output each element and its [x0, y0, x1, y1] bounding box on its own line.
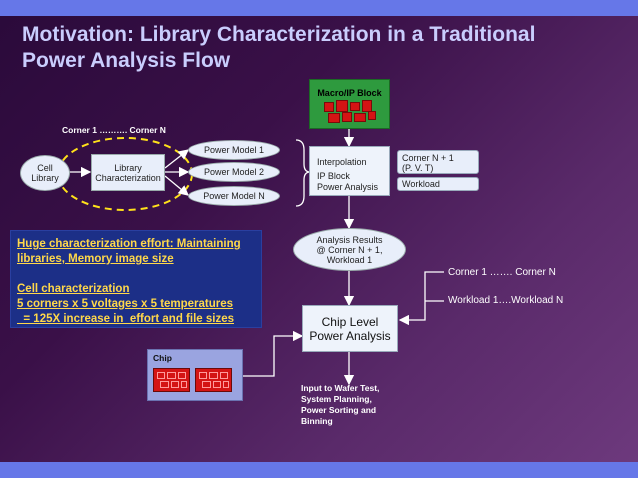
macro-red-cell-6 [342, 112, 352, 122]
bottom-bar [0, 462, 638, 478]
macro-red-cell-3 [350, 102, 360, 111]
panel-line-3: Cell characterization [17, 283, 130, 295]
cell-library-line-2: Library [31, 173, 59, 183]
output-text: Input to Wafer Test, System Planning, Po… [301, 383, 379, 427]
chip-box: Chip [147, 349, 243, 401]
library-characterization-box: Library Characterization [91, 154, 165, 191]
chip-label: Chip [153, 353, 172, 363]
analysis-results-node: Analysis Results @ Corner N + 1, Workloa… [293, 228, 406, 271]
corner-n1-line-1: Corner N + 1 [402, 153, 454, 163]
libchar-line-1: Library [114, 162, 142, 173]
power-model-1: Power Model 1 [188, 140, 280, 160]
title-line-2: Power Analysis Flow [22, 49, 231, 72]
slide-title: Motivation: Library Characterization in … [22, 22, 622, 74]
macro-red-cell-2 [336, 100, 348, 112]
line-chip-to-chiplevel [243, 330, 304, 377]
cell-library-node: Cell Library [20, 155, 70, 191]
characterization-effort-panel: Huge characterization effort: Maintainin… [10, 230, 262, 328]
top-bar [0, 0, 638, 16]
chip-subblock-right [195, 368, 232, 392]
chip-level-line-2: Power Analysis [309, 328, 391, 343]
workload-label: Workload [402, 179, 440, 189]
power-model-n-label: Power Model N [203, 191, 265, 201]
interpolation-label: Interpolation [317, 157, 367, 167]
workload-range: Workload 1….Workload N [448, 295, 564, 306]
macro-red-cell-8 [368, 111, 376, 120]
panel-line-2: libraries, Memory image size [17, 253, 174, 265]
arrow-libchar-to-pmn [164, 175, 190, 196]
arrow-libchar-to-pm1 [164, 149, 190, 169]
chip-subblock-left [153, 368, 190, 392]
macro-ip-block: Macro/IP Block [309, 79, 390, 129]
libchar-line-2: Characterization [95, 172, 161, 183]
corner-range-right: Corner 1 ……. Corner N [448, 267, 556, 278]
analysis-results-line-2: @ Corner N + 1, [316, 244, 383, 255]
output-line-2: System Planning, [301, 394, 372, 404]
panel-line-1: Huge characterization effort: Maintainin… [17, 238, 241, 250]
corner-range-top: Corner 1 ………. Corner N [62, 125, 166, 135]
corner-n1-line-2: (P. V. T) [402, 163, 434, 173]
corner-n-plus-1-box: Corner N + 1 (P. V. T) [397, 150, 479, 174]
output-line-4: Binning [301, 416, 333, 426]
chip-level-line-1: Chip Level [321, 314, 379, 329]
macro-red-cell-4 [362, 100, 372, 112]
workload-box: Workload [397, 177, 479, 191]
line-corner-to-chiplevel [398, 271, 444, 326]
panel-line-5: = 125X increase in effort and file sizes [17, 313, 234, 325]
panel-line-4: 5 corners x 5 voltages x 5 temperatures [17, 298, 234, 310]
analysis-results-line-1: Analysis Results [316, 234, 383, 245]
power-model-1-label: Power Model 1 [203, 145, 265, 155]
ip-block-line-2: Power Analysis [317, 182, 379, 192]
macro-red-cell-5 [328, 113, 340, 123]
output-line-1: Input to Wafer Test, [301, 383, 380, 393]
ip-block-line-1: IP Block [317, 171, 350, 181]
power-models-brace [295, 139, 311, 207]
output-line-3: Power Sorting and [301, 405, 377, 415]
cell-library-line-1: Cell [37, 163, 53, 173]
title-line-1: Motivation: Library Characterization in … [22, 23, 536, 46]
ip-power-analysis-box: Interpolation IP Block Power Analysis [309, 146, 390, 196]
power-model-n: Power Model N [188, 186, 280, 206]
power-model-2-label: Power Model 2 [203, 167, 265, 177]
macro-red-cell-7 [354, 113, 366, 122]
power-model-2: Power Model 2 [188, 162, 280, 182]
macro-ip-label: Macro/IP Block [317, 88, 382, 98]
chip-level-power-analysis-box: Chip Level Power Analysis [302, 305, 398, 352]
analysis-results-line-3: Workload 1 [326, 254, 373, 265]
macro-red-cell-1 [324, 102, 334, 112]
